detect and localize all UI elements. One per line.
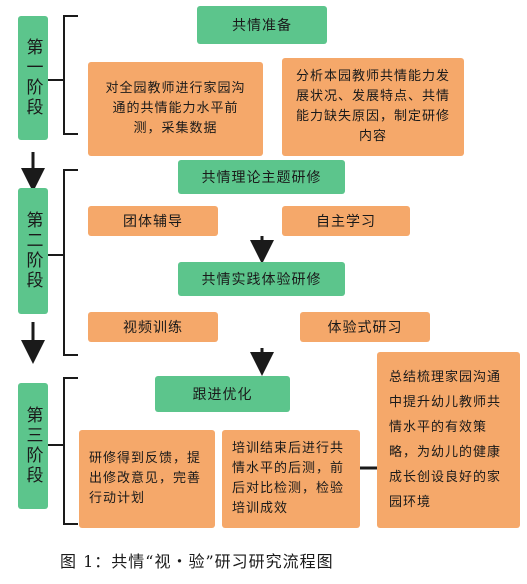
- stage1-title: 共情准备: [197, 6, 327, 44]
- stage3-left-box: 研修得到反馈，提出修改意见，完善行动计划: [79, 430, 215, 528]
- stage2-practice-right: 体验式研习: [300, 312, 430, 342]
- stage1-right-box: 分析本园教师共情能力发展状况、发展特点、共情能力缺失原因，制定研修内容: [282, 58, 464, 156]
- stage2-theory-left: 团体辅导: [88, 206, 218, 236]
- stage2-theory-title: 共情理论主题研修: [178, 160, 345, 194]
- stage1-left-box: 对全园教师进行家园沟通的共情能力水平前测，采集数据: [88, 62, 263, 156]
- stage3-summary-box: 总结梳理家园沟通中提升幼儿教师共情水平的有效策略，为幼儿的健康成长创设良好的家园…: [377, 352, 520, 528]
- figure-caption: 图 1：共情“视・验”研习研究流程图: [60, 552, 334, 571]
- stage3-middle-box: 培训结束后进行共情水平的后测，前后对比检测，检验培训成效: [222, 430, 360, 528]
- stage2-practice-title: 共情实践体验研修: [178, 262, 345, 296]
- stage-1-label: 第一阶段: [18, 16, 48, 140]
- stage-2-label: 第二阶段: [18, 188, 48, 314]
- stage-3-label: 第三阶段: [18, 383, 48, 509]
- stage2-practice-left: 视频训练: [88, 312, 218, 342]
- stage3-title: 跟进优化: [155, 376, 290, 412]
- stage2-theory-right: 自主学习: [282, 206, 410, 236]
